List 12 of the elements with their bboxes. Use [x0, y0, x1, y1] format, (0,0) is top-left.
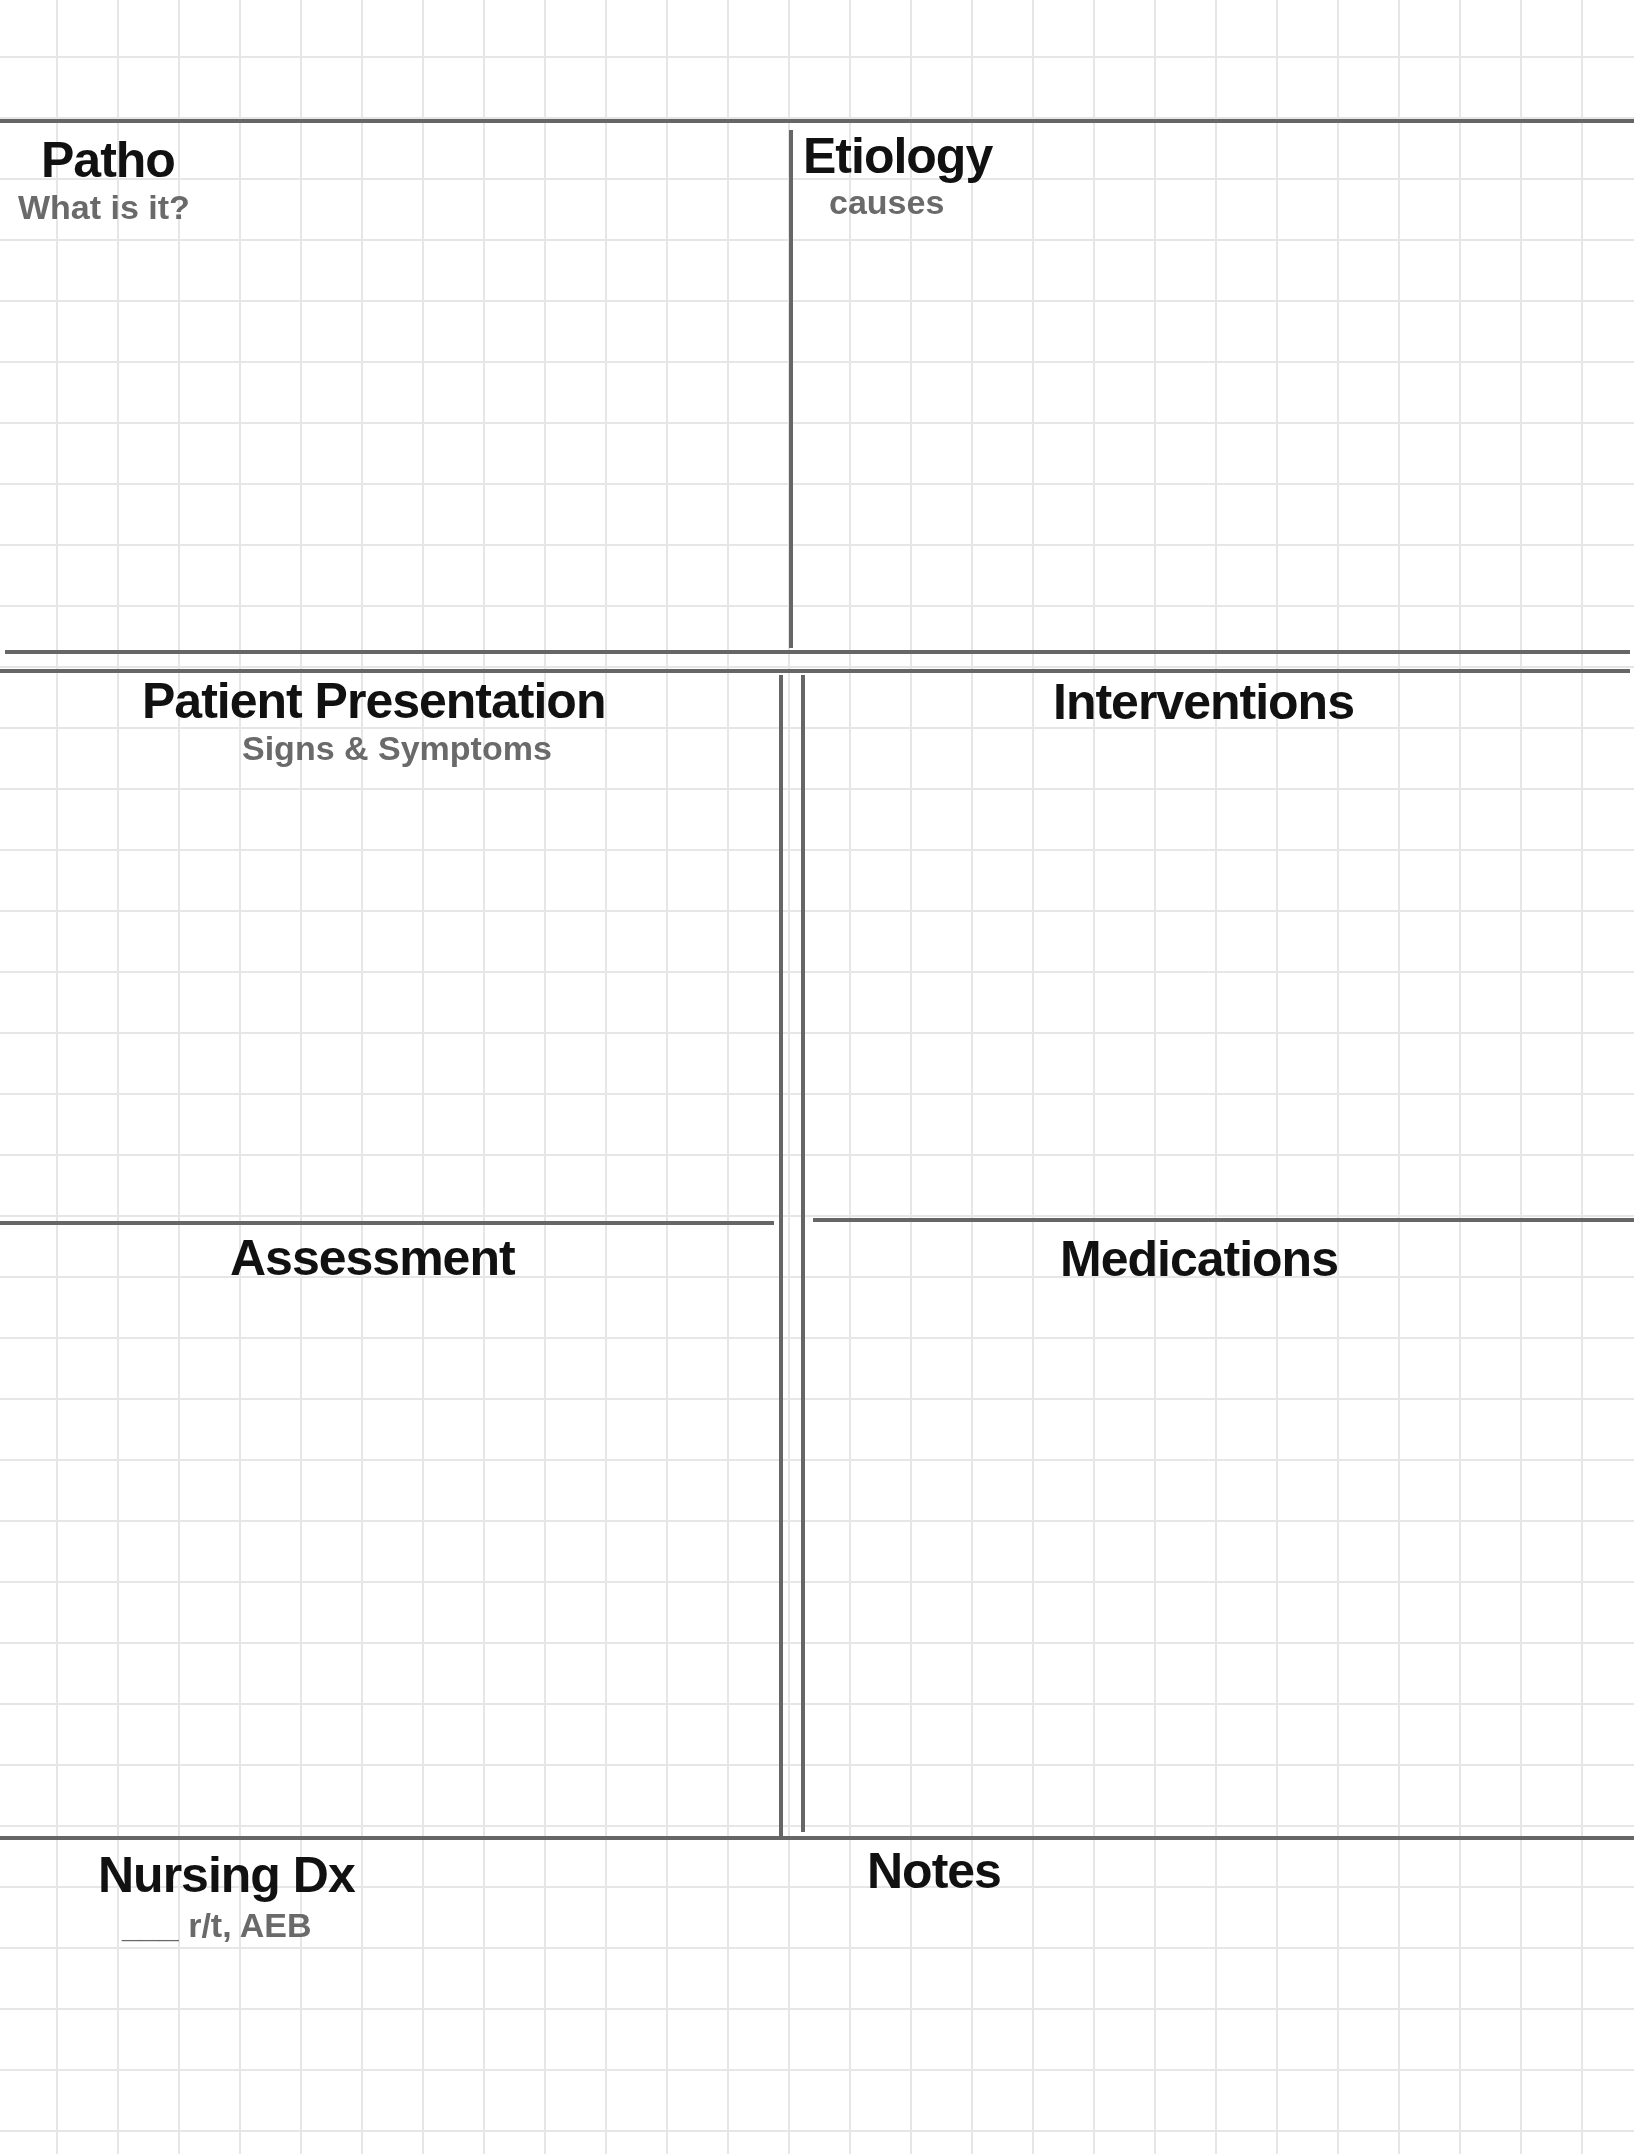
section-hint: ___ r/t, AEB — [122, 1906, 312, 1945]
section-heading: Nursing Dx — [98, 1846, 355, 1904]
section-heading: Medications — [1060, 1230, 1338, 1288]
section-heading: Patho — [41, 131, 175, 189]
section-heading: Patient Presentation — [142, 672, 606, 730]
section-hint: What is it? — [18, 188, 190, 227]
section-heading: Assessment — [230, 1229, 515, 1287]
section-heading: Interventions — [1053, 673, 1354, 731]
section-hint: Signs & Symptoms — [242, 729, 552, 768]
section-heading: Etiology — [803, 127, 993, 185]
section-hint: causes — [829, 183, 945, 222]
section-heading: Notes — [867, 1842, 1001, 1900]
